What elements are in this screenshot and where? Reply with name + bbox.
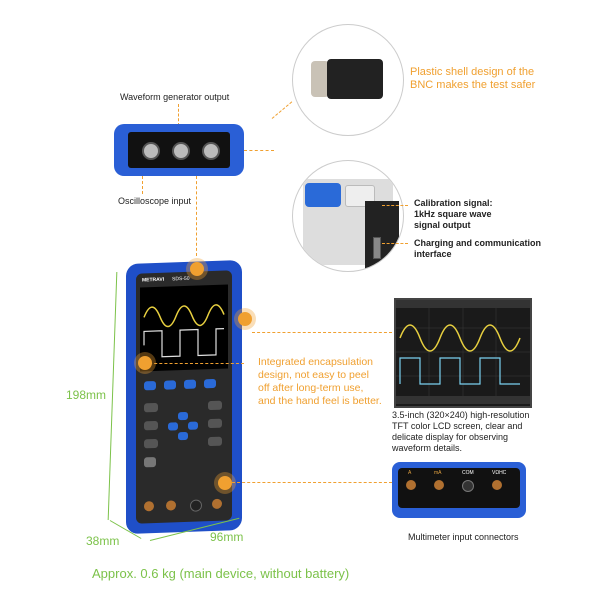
nav-left-button[interactable]: [168, 422, 178, 431]
bnc-caption-line: Plastic shell design of the: [410, 66, 535, 78]
function-button[interactable]: [144, 380, 156, 391]
bnc-jack-3: [202, 142, 220, 160]
screen-description-line: 3.5-inch (320×240) high-resolution: [392, 410, 530, 420]
multimeter-closeup: A mA COM VΩHC: [392, 462, 526, 518]
encapsulation-caption-line: design, not easy to peel: [258, 369, 369, 381]
screen-closeup-trace: [396, 308, 530, 396]
leader-line: [252, 332, 392, 333]
leader-line: [178, 104, 179, 126]
width-dimension: 96mm: [210, 530, 244, 544]
usb-port: [373, 237, 381, 259]
power-button[interactable]: [144, 456, 156, 468]
function-button[interactable]: [164, 380, 176, 390]
screen-description-line: TFT color LCD screen, clear and: [392, 421, 523, 431]
side-strip: [365, 201, 399, 271]
screen-description-line: waveform details.: [392, 443, 463, 453]
mode-button[interactable]: [144, 402, 158, 413]
nav-right-button[interactable]: [188, 421, 198, 430]
input-jack: [166, 500, 176, 511]
mode-button[interactable]: [144, 438, 158, 449]
screen-top-bar: [396, 300, 530, 308]
main-device: METRAVI SDS-50: [126, 259, 242, 535]
screen-description-line: delicate display for observing: [392, 432, 509, 442]
top-connector-device: [114, 124, 244, 176]
input-jack: [212, 498, 222, 510]
connector-panel: [128, 132, 230, 168]
charging-label-line: interface: [414, 249, 452, 259]
leader-line: [144, 363, 244, 364]
jack-label-ma: mA: [434, 470, 442, 476]
function-button[interactable]: [184, 379, 196, 389]
jack-label-v: VΩHC: [492, 470, 507, 476]
connector-strip: A mA COM VΩHC: [398, 468, 520, 508]
waveform-output-label: Waveform generator output: [120, 92, 230, 102]
leader-line: [271, 101, 293, 119]
screen-bottom-bar: [396, 396, 530, 404]
bnc-caption: Plastic shell design of the BNC makes th…: [410, 66, 535, 92]
bnc-closeup: [292, 24, 404, 136]
nav-up-button[interactable]: [178, 411, 188, 421]
jack-label-a: A: [408, 470, 412, 476]
side-button[interactable]: [208, 400, 222, 411]
jack-label-com: COM: [462, 470, 474, 476]
side-button[interactable]: [208, 418, 222, 429]
leader-line: [382, 243, 408, 244]
encapsulation-caption-line: Integrated encapsulation: [258, 356, 374, 368]
calibration-label-line: signal output: [414, 220, 471, 230]
screen-closeup: [394, 298, 532, 408]
jack-a: [406, 480, 416, 490]
input-jack: [190, 499, 202, 512]
calibration-label-line: Calibration signal:: [414, 198, 493, 208]
device-model: SDS-50: [172, 275, 190, 283]
leader-line: [142, 176, 143, 194]
screen-description: 3.5-inch (320×240) high-resolution TFT c…: [392, 410, 582, 454]
bnc-plug: [311, 61, 329, 97]
input-jack: [144, 501, 154, 512]
device-screen: [140, 284, 228, 372]
highlight-dot: [218, 476, 232, 490]
oscilloscope-input-label: Oscilloscope input: [118, 196, 192, 206]
bnc-plug-body: [327, 59, 383, 99]
leader-line: [196, 176, 197, 256]
jack-com: [462, 480, 474, 492]
charging-label: Charging and communication interface: [414, 238, 541, 260]
bnc-caption-line: BNC makes the test safer: [410, 79, 536, 91]
device-brand: METRAVI: [142, 276, 165, 284]
encapsulation-caption-line: off after long-term use,: [258, 382, 364, 394]
weight-note: Approx. 0.6 kg (main device, without bat…: [92, 566, 350, 581]
height-dimension-line: [107, 272, 118, 520]
port-cover: [305, 183, 341, 207]
calibration-label-line: 1kHz square wave: [414, 209, 492, 219]
bnc-jack-1: [142, 142, 160, 160]
function-button[interactable]: [204, 378, 216, 389]
device-face: METRAVI SDS-50: [136, 270, 232, 524]
highlight-dot: [190, 262, 204, 276]
leader-line: [382, 205, 408, 206]
bnc-jack-2: [172, 142, 190, 160]
jack-ma: [434, 480, 444, 490]
leader-line: [232, 482, 392, 483]
side-port-closeup: [292, 160, 404, 272]
jack-v: [492, 480, 502, 490]
charging-label-line: Charging and communication: [414, 238, 542, 248]
side-button[interactable]: [208, 436, 222, 447]
calibration-label: Calibration signal: 1kHz square wave sig…: [414, 198, 493, 231]
height-dimension: 198mm: [66, 388, 107, 402]
encapsulation-caption: Integrated encapsulation design, not eas…: [258, 356, 382, 408]
device-screen-trace: [143, 304, 225, 358]
highlight-dot: [238, 312, 252, 326]
encapsulation-caption-line: and the hand feel is better.: [258, 395, 382, 407]
mode-button[interactable]: [144, 420, 158, 431]
depth-dimension: 38mm: [86, 534, 120, 548]
leader-line: [244, 150, 274, 151]
multimeter-caption: Multimeter input connectors: [408, 532, 519, 542]
nav-down-button[interactable]: [178, 431, 188, 441]
